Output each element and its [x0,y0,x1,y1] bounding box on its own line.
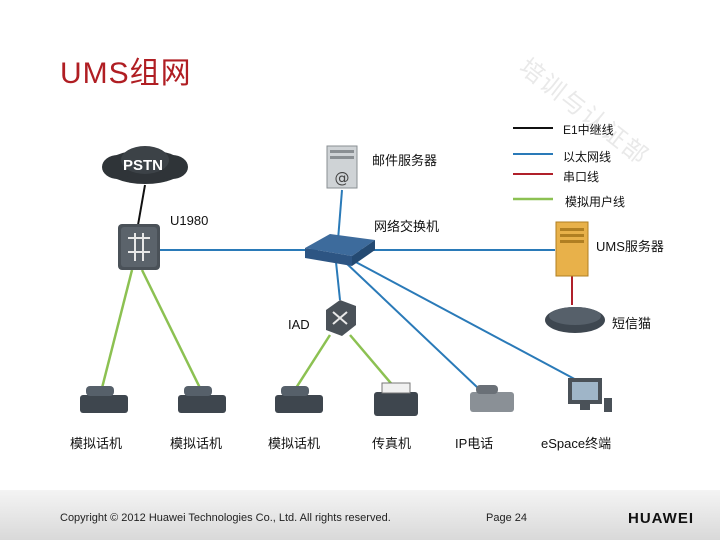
legend-serial: 串口线 [563,170,600,184]
phone2-label: 模拟话机 [170,436,223,451]
ums-server-icon [555,221,589,277]
copyright-text: Copyright © 2012 Huawei Technologies Co.… [60,512,391,524]
iad-label: IAD [288,317,310,332]
espace-label: eSpace终端 [541,436,612,451]
phone3-label: 模拟话机 [268,436,321,451]
line-u1980-phone1 [100,269,134,389]
phone1-icon [80,386,128,413]
line-u1980-phone2 [140,269,202,389]
espace-terminal-icon [568,378,612,412]
iad-icon [326,300,356,336]
switch-label: 网络交换机 [374,219,440,234]
legend-lines [513,127,553,201]
line-mail-switch [337,189,343,241]
pstn-label: PSTN [123,157,164,174]
footer-bar [0,490,720,540]
line-switch-espace [351,259,583,384]
pstn-cloud-icon [102,146,188,184]
phone2-icon [178,386,226,413]
phone3-icon [275,386,323,413]
switch-icon [305,234,375,266]
ip-phone-icon [470,385,514,412]
line-switch-ipphone [344,261,479,389]
legend-e1: E1中继线 [563,123,614,137]
brand-name: HUAWEI [628,510,694,527]
legend-ethernet: 以太网线 [563,150,612,164]
sms-modem-icon [545,307,605,333]
connection-lines [100,184,583,389]
mail-server-label: 邮件服务器 [372,153,438,168]
ums-server-label: UMS服务器 [596,239,664,254]
fax-label: 传真机 [372,436,412,451]
line-pstn-u1980 [137,184,146,226]
u1980-label: U1980 [170,213,209,228]
mail-server-icon: @ [326,145,358,189]
line-iad-phone3 [294,334,332,389]
line-switch-iad [335,261,341,301]
ip-phone-label: IP电话 [455,436,494,451]
page-number: Page 24 [486,512,527,524]
svg-text:@: @ [335,169,350,187]
phone1-label: 模拟话机 [70,436,123,451]
legend-analog: 模拟用户线 [565,195,626,209]
fax-icon [374,382,418,416]
line-iad-fax [349,334,396,389]
sms-modem-label: 短信猫 [612,316,652,331]
u1980-icon [118,224,160,270]
page-title: UMS组网 [60,57,192,90]
